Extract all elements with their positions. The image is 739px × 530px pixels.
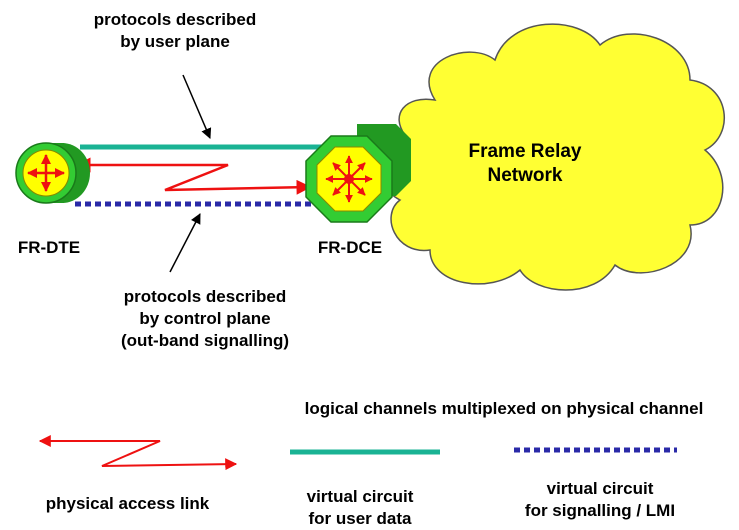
network-line1: Frame Relay xyxy=(468,141,582,162)
user-plane-label: protocols described by user plane xyxy=(60,9,290,53)
control-plane-line1: protocols described xyxy=(123,287,287,306)
legend-physical-link-symbol xyxy=(38,435,238,471)
control-plane-line3: (out-band signalling) xyxy=(120,331,290,350)
legend-physical-label: physical access link xyxy=(45,494,210,513)
cloud-icon xyxy=(379,23,726,291)
control-plane-label: protocols described by control plane (ou… xyxy=(80,286,330,352)
user-plane-pointer xyxy=(182,74,212,139)
legend-signalling-label: virtual circuit for signalling / LMI xyxy=(505,478,695,522)
switch-icon xyxy=(305,124,411,223)
legend-title: logical channels multiplexed on physical… xyxy=(304,399,704,418)
fr-dce-label: FR-DCE xyxy=(317,238,383,257)
legend-user-line2: for user data xyxy=(308,509,412,528)
control-plane-line2: by control plane xyxy=(139,309,271,328)
legend-user-label: virtual circuit for user data xyxy=(280,486,440,530)
user-plane-line2: by user plane xyxy=(120,32,230,51)
user-plane-line1: protocols described xyxy=(93,10,257,29)
physical-access-link xyxy=(75,157,312,195)
legend-signalling-line2: for signalling / LMI xyxy=(524,501,676,520)
legend-user-line1: virtual circuit xyxy=(306,487,414,506)
control-plane-pointer xyxy=(169,213,201,273)
router-icon xyxy=(15,142,90,204)
network-label: Frame Relay Network xyxy=(450,140,600,188)
legend-signalling-line1: virtual circuit xyxy=(546,479,654,498)
network-line2: Network xyxy=(487,165,563,186)
fr-dte-label: FR-DTE xyxy=(17,238,81,257)
